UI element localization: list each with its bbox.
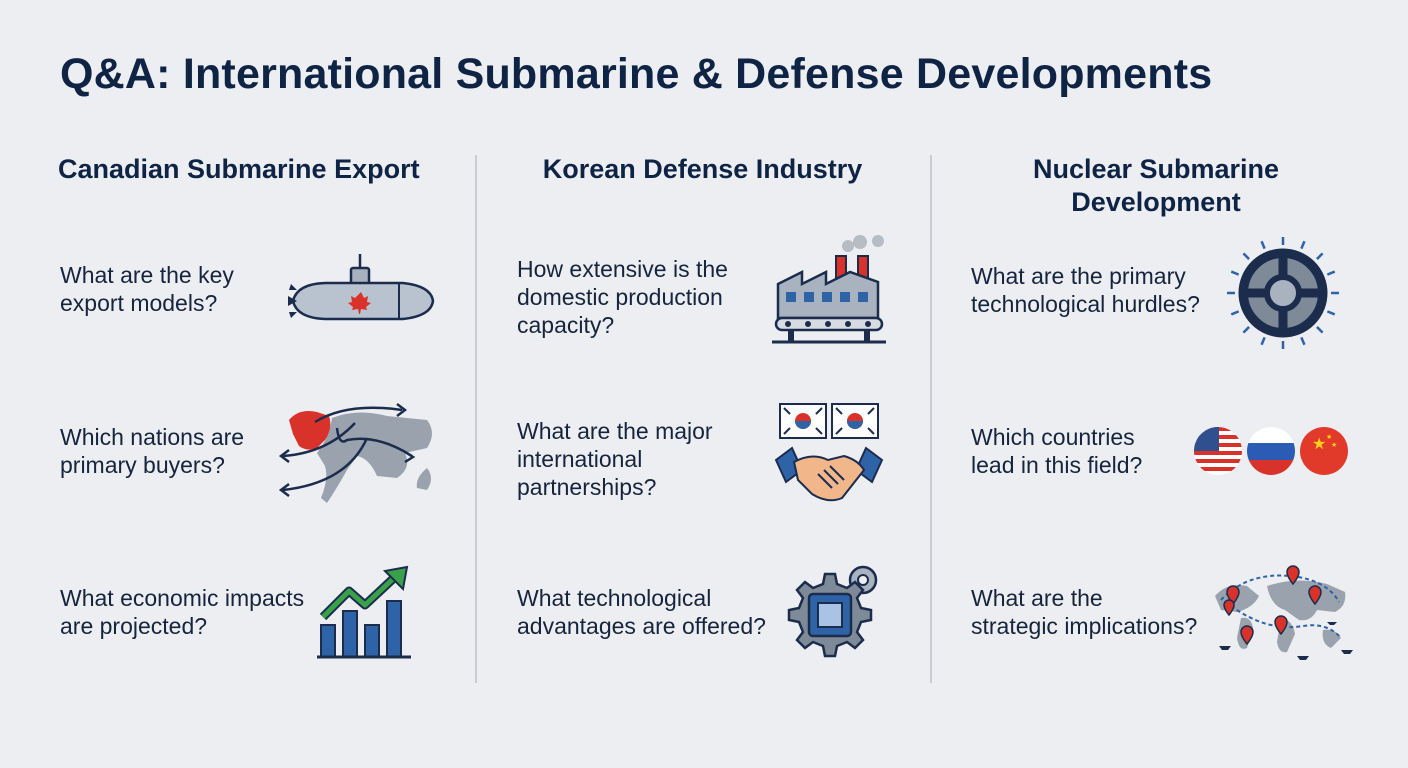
chip-gear-icon [775,560,885,665]
svg-text:★: ★ [1331,441,1337,449]
reactor-ray [1230,310,1240,316]
reactor-ray [1242,252,1250,260]
growth-chart-icon [315,563,415,663]
question-strategic-implications: What are the strategic implications? [971,585,1198,639]
question-production-capacity: How extensive is the domestic production… [517,256,728,338]
reactor-ray [1326,310,1336,316]
question-primary-buyers: Which nations are primary buyers? [60,424,245,478]
country-flags-icon: ★ ★ ★ [1193,425,1351,477]
page-title: Q&A: International Submarine & Defense D… [60,50,1213,98]
column-heading-nuclear: Nuclear Submarine Development [1032,154,1280,217]
world-map-arrows-icon [277,398,442,508]
reactor-ray [1316,326,1324,334]
question-leading-countries: Which countries lead in this field? [971,424,1143,478]
handshake-flags-icon [772,400,887,510]
reactor-ray [1260,336,1266,346]
column-heading-korean: Korean Defense Industry [542,154,863,184]
reactor-ray [1260,240,1266,250]
russia-flag-icon [1247,427,1295,475]
question-international-partnerships: What are the major international partner… [517,418,713,500]
submarine-icon [285,250,437,325]
question-technological-hurdles: What are the primary technological hurdl… [971,263,1200,317]
column-divider [930,155,932,683]
svg-text:★: ★ [1312,434,1326,453]
column-divider [475,155,477,683]
usa-flag-icon [1194,427,1242,475]
factory-icon [768,232,890,348]
reactor-ray [1300,336,1306,346]
reactor-ray [1230,270,1240,276]
column-heading-canadian: Canadian Submarine Export [58,154,420,184]
reactor-ray [1316,252,1324,260]
reactor-ray [1326,270,1336,276]
reactor-ray [1300,240,1306,250]
reactor-icon [1224,234,1342,352]
strategic-map-icon [1207,562,1355,667]
svg-text:★: ★ [1326,433,1332,441]
question-export-models: What are the key export models? [60,262,234,316]
reactor-ray [1242,326,1250,334]
question-technological-advantages: What technological advantages are offere… [517,585,766,639]
china-flag-icon: ★ ★ ★ [1300,427,1348,475]
question-economic-impacts: What economic impacts are projected? [60,585,305,639]
